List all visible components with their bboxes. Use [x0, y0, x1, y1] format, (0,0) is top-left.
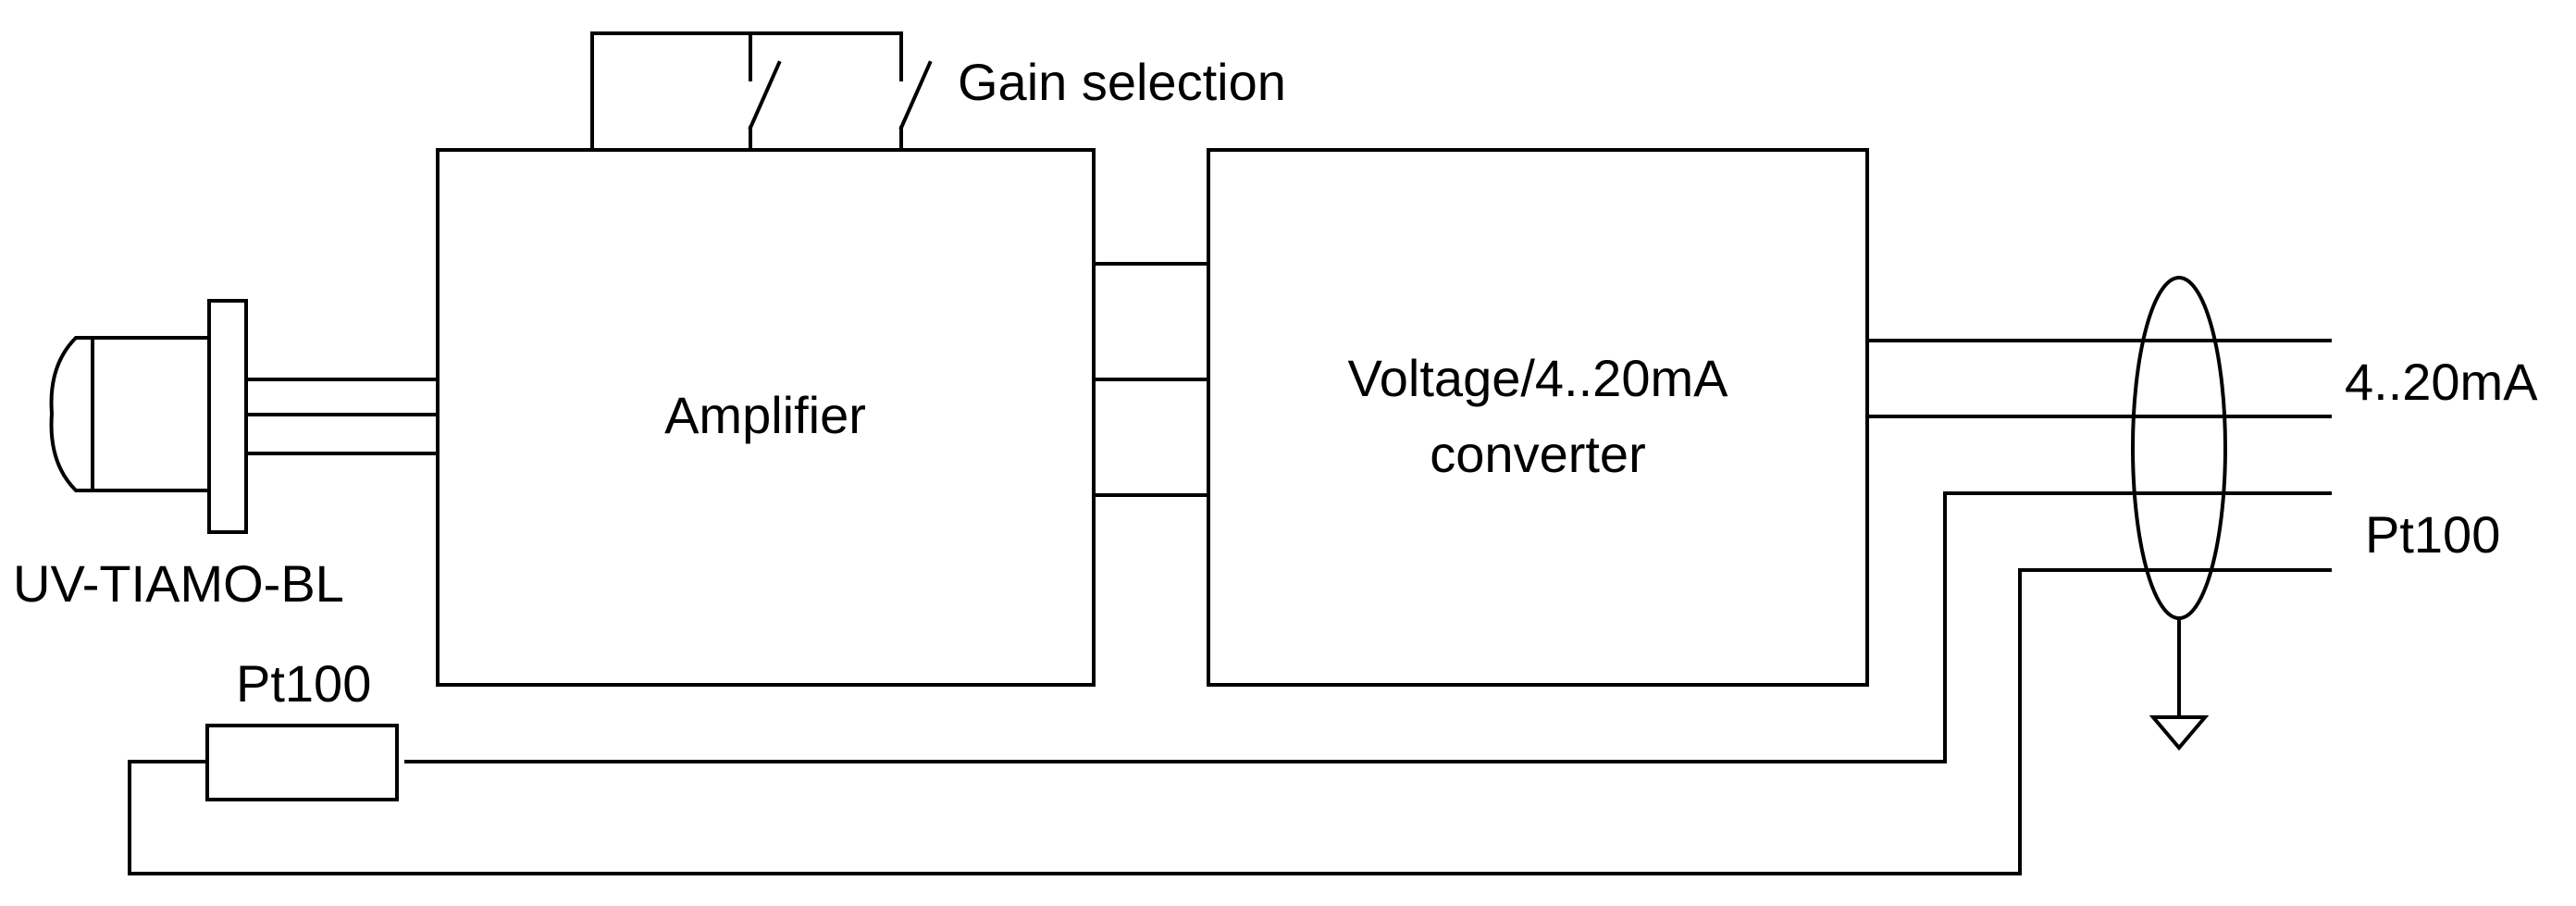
output-current-label: 4..20mA — [2345, 353, 2538, 411]
uv-sensor — [49, 299, 248, 534]
amplifier-label: Amplifier — [664, 386, 866, 444]
pt100-resistor-label: Pt100 — [236, 654, 371, 713]
converter-block — [1207, 148, 1869, 687]
cable-shield — [2131, 276, 2227, 751]
sensor-flange — [207, 299, 248, 534]
converter-label-line1: Voltage/4..20mA — [1348, 349, 1729, 407]
amplifier-converter-links — [1094, 262, 1208, 497]
gain-selection-label: Gain selection — [958, 53, 1286, 111]
pt100-resistor — [205, 724, 399, 801]
shield-ellipse — [2131, 276, 2227, 620]
gain-selection-switches — [590, 31, 933, 152]
converter-label-line2: converter — [1430, 425, 1645, 483]
ground-icon — [2149, 715, 2210, 751]
sensor-label: UV-TIAMO-BL — [13, 554, 344, 613]
output-lines — [128, 339, 2332, 875]
sensor-leads — [246, 378, 438, 455]
output-pt100-label: Pt100 — [2365, 505, 2500, 564]
amplifier-block — [436, 148, 1096, 687]
sensor-body — [91, 336, 211, 492]
sensor-dome — [49, 336, 94, 492]
